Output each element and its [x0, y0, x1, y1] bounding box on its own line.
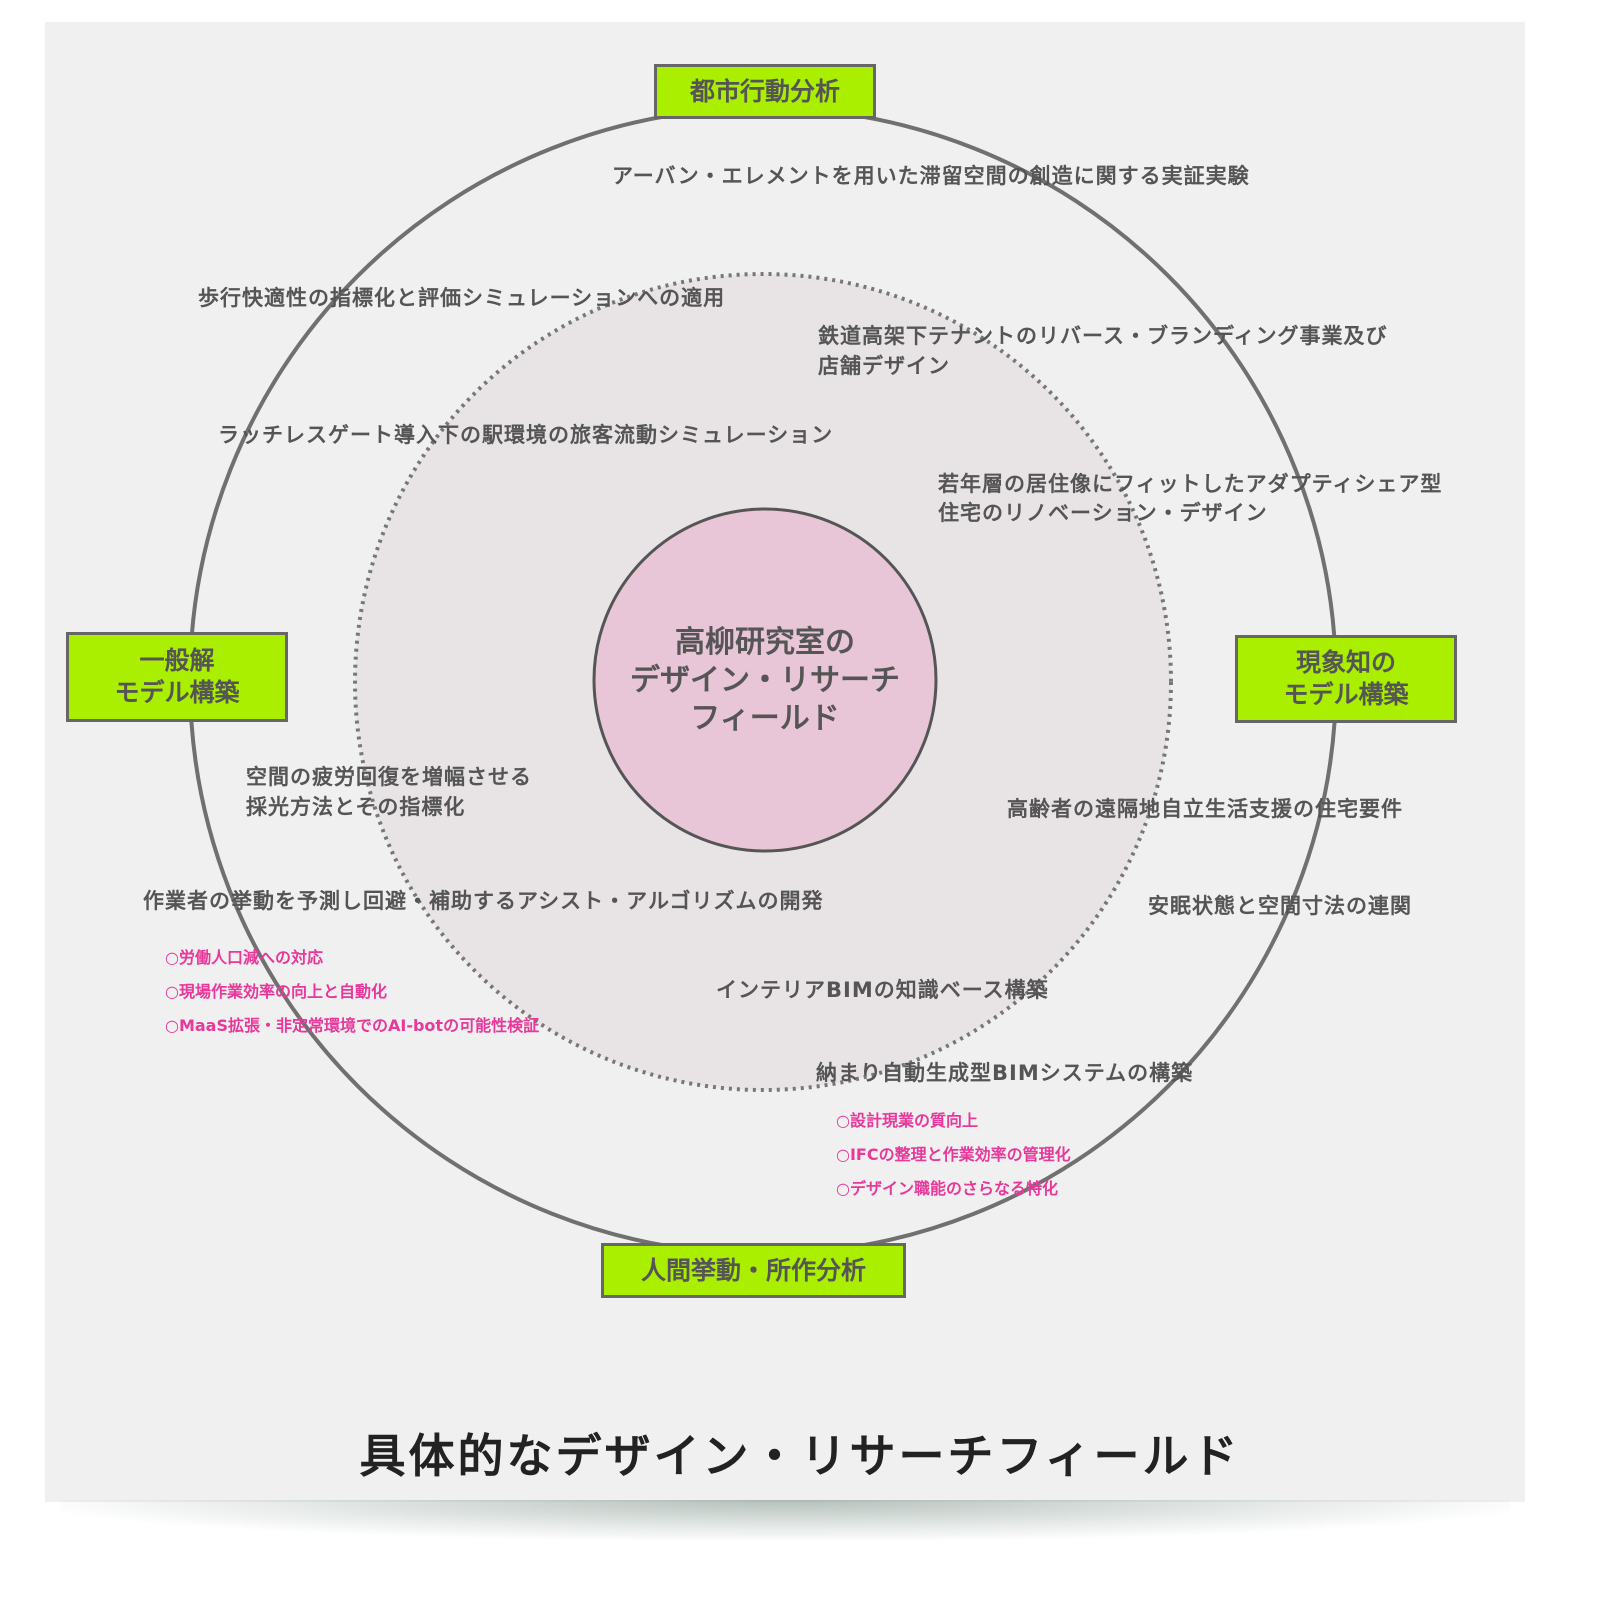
axis-text: 現象知の [1295, 648, 1396, 677]
axis-label-top: 都市行動分析 [654, 64, 876, 119]
axis-text: モデル構築 [1283, 680, 1409, 709]
axis-text: 人間挙動・所作分析 [640, 1255, 866, 1285]
axis-label-right: 現象知のモデル構築 [1235, 635, 1457, 723]
axis-text: 一般解 [139, 646, 215, 675]
note: ○MaaS拡張・非定常環境でのAI-botの可能性検証 [165, 1016, 540, 1035]
note: ○デザイン職能のさらなる特化 [836, 1179, 1058, 1198]
topic: 歩行快適性の指標化と評価シミュレーションへの適用 [198, 286, 726, 310]
axis-label-left: 一般解モデル構築 [66, 632, 288, 722]
topic: 作業者の挙動を予測し回避・補助するアシスト・アルゴリズムの開発 [143, 889, 824, 913]
topic: 納まり自動生成型BIMシステムの構築 [816, 1061, 1194, 1085]
topic: 安眠状態と空間寸法の連関 [1148, 894, 1412, 918]
topic: 鉄道高架下テナントのリバース・ブランディング事業及び [818, 324, 1388, 348]
diagram-title: 具体的なデザイン・リサーチフィールド [359, 1429, 1241, 1483]
center-line: 高柳研究室の [675, 625, 855, 660]
topic: 店舗デザイン [818, 354, 950, 378]
center-circle [592, 507, 938, 853]
topic: アーバン・エレメントを用いた滞留空間の創造に関する実証実験 [612, 164, 1250, 188]
topic: 高齢者の遠隔地自立生活支援の住宅要件 [1007, 797, 1403, 821]
note: ○設計現業の質向上 [836, 1111, 978, 1130]
axis-text: 都市行動分析 [689, 76, 840, 106]
center-line: デザイン・リサーチ [630, 663, 900, 698]
topic: 採光方法とその指標化 [246, 795, 466, 819]
topic: インテリアBIMの知識ベース構築 [716, 978, 1049, 1002]
axis-text: モデル構築 [114, 678, 240, 707]
topic: 若年層の居住像にフィットしたアダプティシェア型 [938, 472, 1443, 496]
card-shadow [60, 1500, 1510, 1540]
topic: 空間の疲労回復を増幅させる [246, 765, 532, 789]
center-line: フィールド [690, 701, 840, 736]
note: ○現場作業効率の向上と自動化 [165, 982, 387, 1001]
note: ○労働人口減への対応 [165, 948, 323, 967]
topic: 住宅のリノベーション・デザイン [938, 501, 1268, 525]
axis-label-bottom: 人間挙動・所作分析 [601, 1243, 906, 1298]
note: ○IFCの整理と作業効率の管理化 [836, 1145, 1071, 1164]
center-label: 高柳研究室の デザイン・リサーチ フィールド [594, 510, 936, 852]
topic: ラッチレスゲート導入下の駅環境の旅客流動シミュレーション [218, 423, 834, 447]
